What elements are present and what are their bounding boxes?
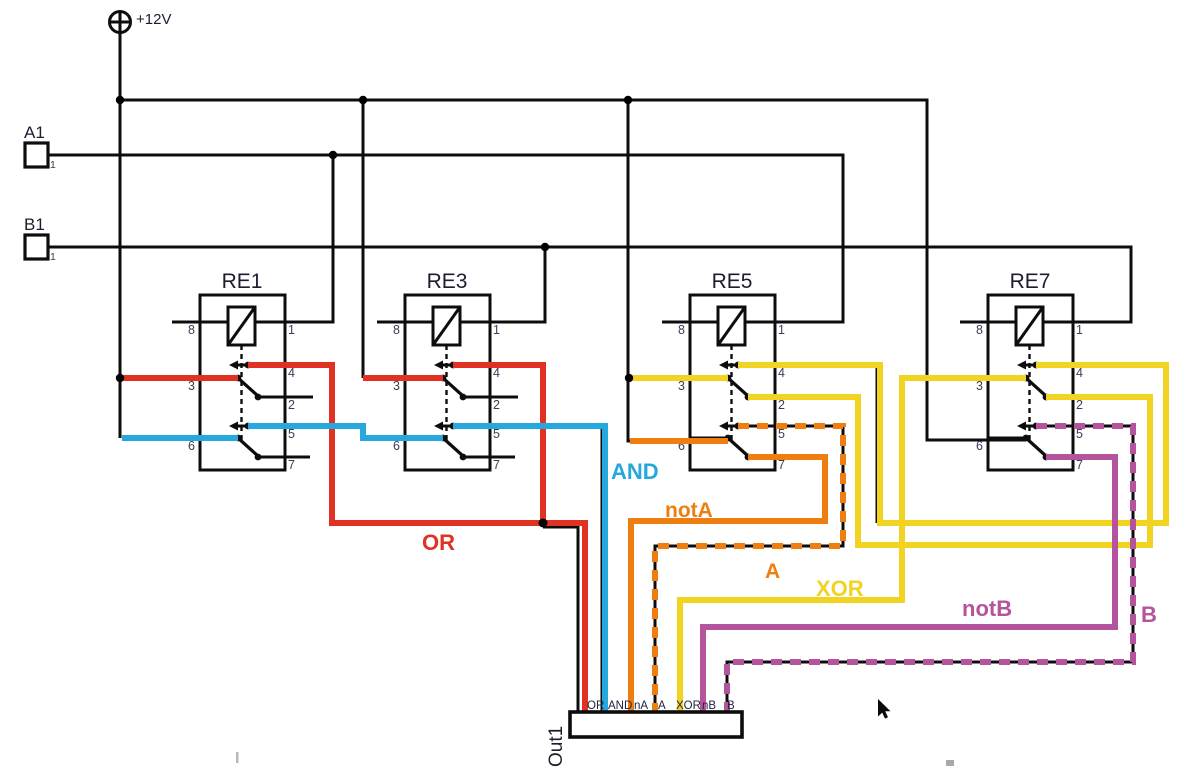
- signal-label-xor: XOR: [816, 576, 864, 601]
- out1-connector[interactable]: Out1 OR AND nA A XOR nB B: [546, 700, 744, 767]
- terminal-a1[interactable]: A1 1: [23, 123, 56, 171]
- junction-dot: [358, 95, 368, 105]
- wire-xor-net-a[interactable]: [738, 362, 1169, 526]
- wire-and-re1-re3[interactable]: [248, 423, 443, 441]
- out1-box: [568, 710, 744, 739]
- signal-label-notb: notB: [962, 596, 1012, 621]
- wire-xor-out[interactable]: [677, 375, 1026, 712]
- junction-dot: [115, 95, 125, 105]
- out1-pin-na: nA: [634, 700, 648, 712]
- out1-pin-or: OR: [587, 700, 604, 712]
- relay-re1[interactable]: [170, 293, 297, 474]
- wire-or-branch-re3[interactable]: [453, 362, 546, 523]
- wire-a1-to-re1-coil[interactable]: [285, 155, 335, 324]
- junction-dot: [540, 242, 550, 252]
- power-supply-12v[interactable]: +12V: [108, 10, 172, 34]
- wire-a1-rail[interactable]: [48, 153, 845, 324]
- relay-re5-label: RE5: [712, 270, 753, 293]
- relay-re3-label: RE3: [427, 270, 468, 293]
- power-label: +12V: [136, 11, 171, 28]
- out1-pin-a: A: [658, 700, 666, 712]
- signal-label-nota: notA: [665, 499, 713, 522]
- terminal-a1-box: [23, 141, 50, 169]
- signal-label-or: OR: [422, 530, 455, 555]
- out1-pin-nb: nB: [702, 700, 716, 712]
- terminal-b1-label: B1: [24, 215, 45, 234]
- signal-label-b: B: [1141, 602, 1157, 627]
- relay-re1-label: RE1: [222, 270, 263, 293]
- out1-pin-xor: XOR: [676, 700, 701, 712]
- out1-pin-and: AND: [608, 700, 632, 712]
- terminal-a1-label: A1: [24, 123, 45, 142]
- relay-re3[interactable]: [375, 293, 502, 474]
- junction-dot: [115, 373, 125, 383]
- junction-dots: [115, 95, 634, 528]
- relay-re7-label: RE7: [1010, 270, 1051, 293]
- out1-label: Out1: [546, 726, 567, 767]
- terminal-a1-pin: 1: [50, 159, 56, 171]
- plus-icon: [111, 13, 129, 31]
- relay-re7[interactable]: [958, 293, 1085, 474]
- underwire-a: [653, 424, 845, 712]
- junction-dot: [624, 373, 634, 383]
- underwire-or: [543, 525, 580, 712]
- mouse-cursor: [878, 699, 891, 719]
- scroll-artifact: [236, 752, 239, 763]
- junction-dot: [623, 95, 633, 105]
- junction-dot: [538, 518, 548, 528]
- terminal-b1-box: [23, 233, 50, 261]
- junction-dot: [328, 150, 338, 160]
- wire-or-main[interactable]: [248, 362, 588, 712]
- wire-and-out[interactable]: [453, 423, 608, 712]
- out1-pin-b: B: [727, 700, 735, 712]
- wire-b1-rail[interactable]: [48, 245, 1133, 324]
- relay-re5[interactable]: [660, 293, 787, 474]
- terminal-b1-pin: 1: [50, 251, 56, 263]
- signal-label-a: A: [765, 560, 780, 583]
- signal-label-and: AND: [611, 459, 659, 484]
- wire-12v-drop-re5[interactable]: [626, 100, 632, 443]
- wire-b-out[interactable]: [724, 423, 1136, 712]
- wire-notb-out[interactable]: [700, 454, 1118, 712]
- resize-artifact: [946, 760, 954, 766]
- wire-b1-to-re3-coil[interactable]: [490, 247, 547, 324]
- wire-xor-net-b[interactable]: [748, 394, 1153, 548]
- terminal-b1[interactable]: B1 1: [23, 215, 56, 263]
- wire-nota-out[interactable]: [628, 454, 828, 712]
